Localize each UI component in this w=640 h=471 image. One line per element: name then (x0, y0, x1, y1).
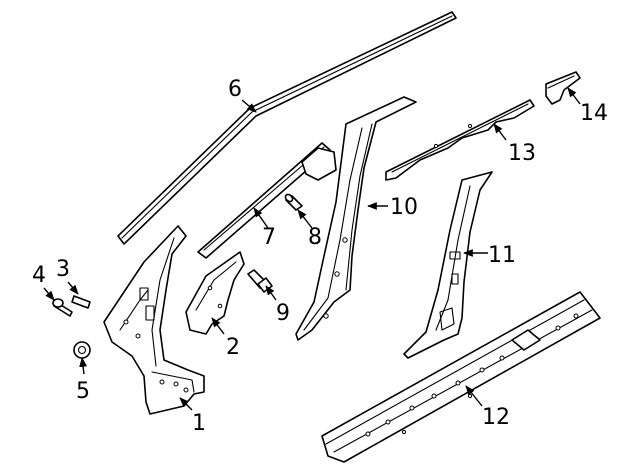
callout-13: 13 (508, 141, 536, 166)
callout-11: 11 (488, 243, 516, 268)
callout-12: 12 (482, 405, 510, 430)
callout-6: 6 (228, 77, 242, 102)
callout-1: 1 (192, 411, 206, 436)
leader-lines (43, 87, 581, 411)
callout-9: 9 (276, 301, 290, 326)
part-11-b-pillar (403, 171, 493, 359)
callout-8: 8 (308, 225, 322, 250)
part-3-stud (71, 295, 91, 309)
callout-labels: 6 7 8 10 11 13 14 12 1 2 9 4 3 5 (32, 77, 608, 436)
part-1-hinge-pillar (103, 225, 205, 415)
part-4-bolt (52, 298, 73, 317)
part-14-bracket (545, 71, 581, 105)
callout-5: 5 (76, 379, 90, 404)
part-13-roof-rail (385, 99, 535, 181)
callout-10: 10 (390, 195, 418, 220)
part-7-window-molding (197, 142, 337, 259)
callout-7: 7 (262, 225, 276, 250)
part-10-a-pillar (295, 96, 417, 341)
callout-3: 3 (56, 257, 70, 282)
part-2-bracket (185, 251, 245, 335)
part-5-clip (73, 341, 91, 359)
callout-14: 14 (580, 101, 608, 126)
callout-2: 2 (226, 335, 240, 360)
part-8-rivet (284, 193, 303, 211)
callout-4: 4 (32, 263, 46, 288)
